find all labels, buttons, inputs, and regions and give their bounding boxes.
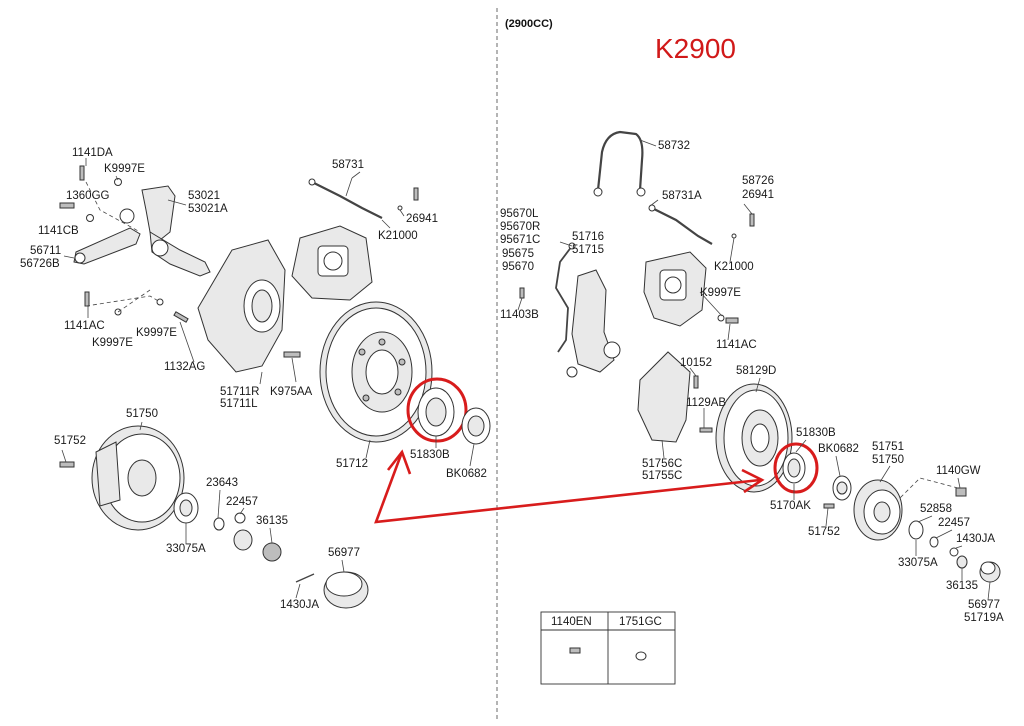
steering-knuckle [73, 185, 211, 277]
brake-disc-left [319, 301, 433, 443]
label-1141DA: 1141DA [72, 147, 113, 159]
legend-col-1751GC: 1751GC [619, 616, 662, 628]
label-26941: 26941 [742, 189, 774, 201]
dust-shield-right [637, 351, 691, 443]
bearing-left [461, 407, 491, 445]
legend-col-1140EN: 1140EN [551, 616, 592, 628]
label-51750: 51750 [872, 454, 904, 466]
label-51751: 51751 [872, 441, 904, 453]
label-22457: 22457 [226, 496, 258, 508]
label-51712: 51712 [336, 458, 368, 470]
brake-caliper-left [291, 225, 373, 301]
label-1140GW: 1140GW [936, 465, 981, 477]
oil-seal-right [782, 452, 806, 484]
label-1132AG: 1132AG [164, 361, 205, 373]
steering-knuckle-right [566, 269, 621, 378]
label-33075A: 33075A [898, 557, 938, 569]
label-51752: 51752 [808, 526, 840, 538]
model-label: K2900 [655, 33, 736, 64]
label-1430JA: 1430JA [280, 599, 319, 611]
wheel-hub-right [853, 479, 903, 541]
label-51750: 51750 [126, 408, 158, 420]
label-51711L: 51711L [220, 398, 258, 410]
label-1141AC: 1141AC [716, 339, 757, 351]
label-K9997E: K9997E [92, 337, 133, 349]
label-BK0682: BK0682 [818, 443, 859, 455]
part-labels: 1141DA K9997E 1360GG 53021 53021A 1141CB… [20, 140, 1004, 624]
brake-disc-right [715, 383, 793, 493]
label-95670R: 95670R [500, 221, 540, 233]
highlight-circle-left [406, 377, 468, 443]
washer-icon [635, 651, 647, 661]
label-22457: 22457 [938, 517, 970, 529]
label-58732: 58732 [658, 140, 690, 152]
label-53021A: 53021A [188, 203, 228, 215]
legend-table: 1140EN 1751GC [540, 611, 676, 685]
label-K9997E: K9997E [700, 287, 741, 299]
label-95670: 95670 [502, 261, 534, 273]
label-58726: 58726 [742, 175, 774, 187]
label-11403B: 11403B [500, 309, 539, 321]
label-58129D: 58129D [736, 365, 776, 377]
engine-label: (2900CC) [505, 18, 553, 30]
label-51830B: 51830B [796, 427, 836, 439]
brake-hose-left [311, 181, 383, 219]
label-51755C: 51755C [642, 470, 682, 482]
label-K21000: K21000 [378, 230, 418, 242]
label-23643: 23643 [206, 477, 238, 489]
hub-small-parts-left [173, 492, 369, 609]
label-53021: 53021 [188, 190, 220, 202]
label-1360GG: 1360GG [66, 190, 110, 202]
label-36135: 36135 [256, 515, 288, 527]
leader-lines [61, 139, 991, 601]
label-95671C: 95671C [500, 234, 540, 246]
label-56977: 56977 [968, 599, 1000, 611]
hub-small-parts-right [908, 520, 1001, 583]
label-K9997E: K9997E [104, 163, 145, 175]
brake-caliper-right [643, 251, 707, 327]
label-51756C: 51756C [642, 458, 682, 470]
label-10152: 10152 [680, 357, 712, 369]
label-K9997E: K9997E [136, 327, 177, 339]
label-58731: 58731 [332, 159, 364, 171]
label-95675: 95675 [502, 248, 534, 260]
dust-shield [197, 239, 286, 373]
label-1141CB: 1141CB [38, 225, 79, 237]
label-56726B: 56726B [20, 258, 60, 270]
label-51715: 51715 [572, 244, 604, 256]
oil-seal-left [417, 387, 455, 437]
label-52858: 52858 [920, 503, 952, 515]
label-51719A: 51719A [964, 612, 1004, 624]
label-33075A: 33075A [166, 543, 206, 555]
bearing-right [832, 475, 852, 501]
label-1141AC: 1141AC [64, 320, 105, 332]
wheel-hub-left [91, 425, 185, 531]
label-K21000: K21000 [714, 261, 754, 273]
label-51716: 51716 [572, 231, 604, 243]
label-51830B: 51830B [410, 449, 450, 461]
label-1430JA: 1430JA [956, 533, 995, 545]
label-BK0682: BK0682 [446, 468, 487, 480]
bolt-icon [569, 647, 581, 654]
label-36135: 36135 [946, 580, 978, 592]
bolts-left-top [59, 165, 189, 323]
label-K975AA: K975AA [270, 386, 313, 398]
label-26941: 26941 [406, 213, 438, 225]
label-95670L: 95670L [500, 208, 539, 220]
label-51711R: 51711R [220, 386, 259, 398]
label-56711: 56711 [30, 245, 61, 257]
label-58731A: 58731A [662, 190, 702, 202]
label-51752: 51752 [54, 435, 86, 447]
brake-line-58732 [596, 130, 644, 191]
label-1129AB: 1129AB [686, 397, 726, 409]
brake-hose-right [651, 207, 713, 245]
label-56977: 56977 [328, 547, 360, 559]
label-5170AK: 5170AK [770, 500, 811, 512]
highlight-circle-right [773, 442, 819, 494]
abs-sensor-cable [555, 245, 573, 353]
highlight-arrow [374, 451, 761, 524]
